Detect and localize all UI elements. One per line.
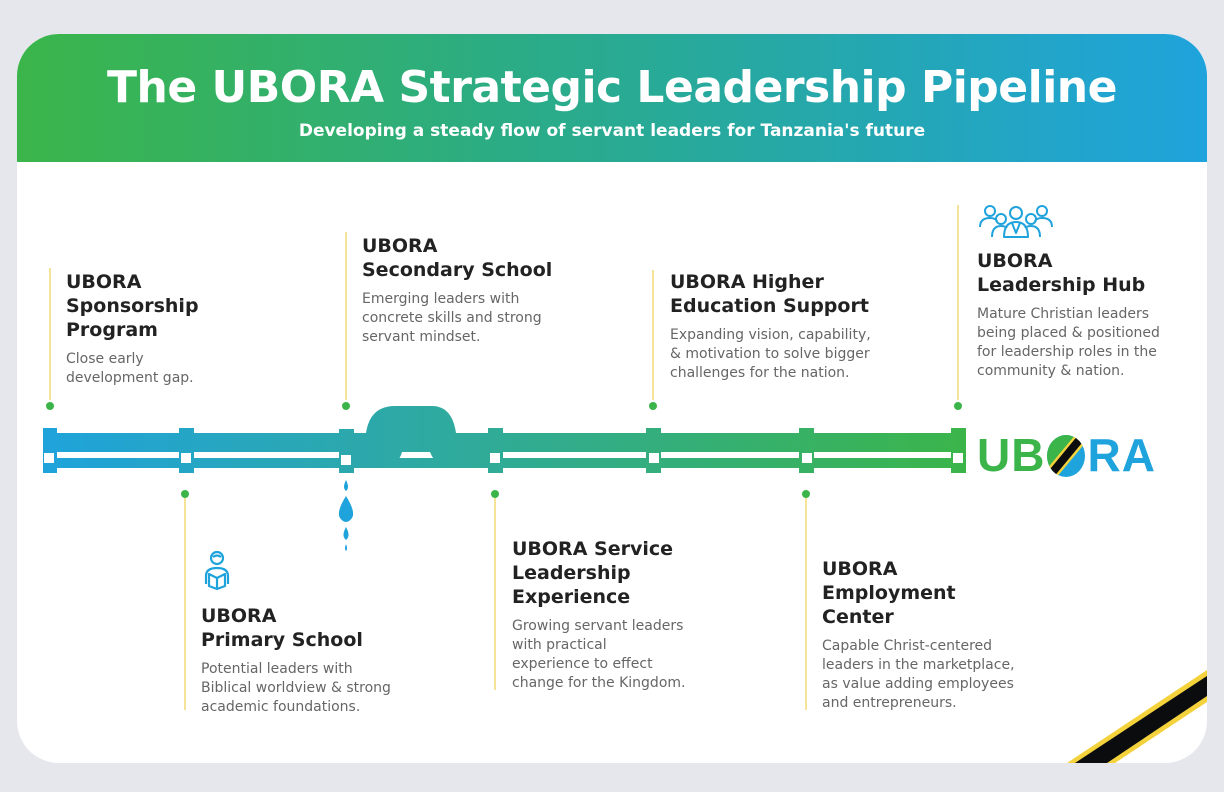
page-title: The UBORA Strategic Leadership Pipeline [107,62,1117,113]
reading-child-icon [204,550,230,591]
infographic-card: The UBORA Strategic Leadership Pipeline … [17,34,1207,763]
connector-line [957,205,959,400]
connector-dot [954,402,962,410]
connector-dot [46,402,54,410]
connector-dot [649,402,657,410]
connector-line [805,498,807,710]
connector-line [49,268,51,400]
connector-line [184,498,186,710]
connector-dot [802,490,810,498]
flag-stripe-corner [1067,670,1207,763]
connector-line [494,498,496,690]
page-subtitle: Developing a steady flow of servant lead… [298,121,926,141]
connector-line [652,270,654,400]
group-leaders-icon [979,205,1053,238]
connector-dot [342,402,350,410]
water-drops-icon [338,480,354,551]
connector-dot [181,490,189,498]
connector-line [345,232,347,400]
tanzania-flag-o-icon [1047,435,1086,477]
header-banner: The UBORA Strategic Leadership Pipeline … [17,34,1207,162]
connector-dot [491,490,499,498]
ubora-logo: UB RA [977,429,1156,481]
